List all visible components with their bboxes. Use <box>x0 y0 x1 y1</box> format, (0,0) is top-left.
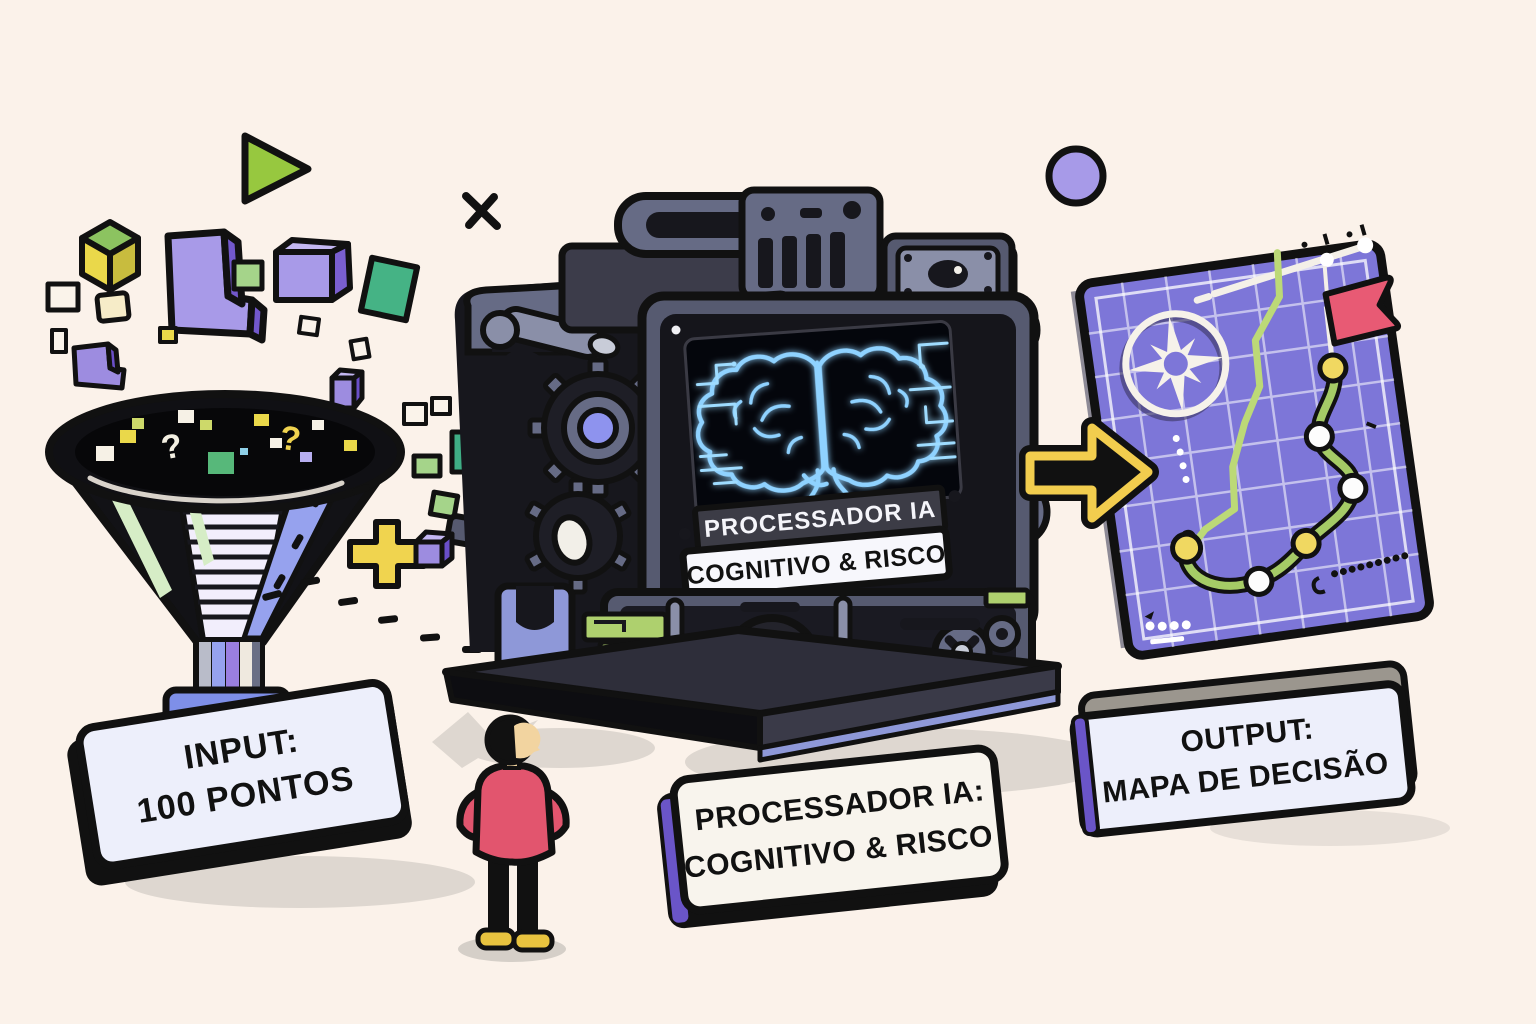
gear-icon <box>524 477 632 595</box>
output-label-plate: OUTPUT: MAPA DE DECISÃO <box>1069 660 1418 838</box>
person-leg <box>488 848 509 940</box>
route-light-path <box>1188 249 1283 551</box>
block-cube-purple-rim <box>329 367 365 411</box>
waypoint-node <box>1290 527 1322 559</box>
person-shoe <box>511 929 555 953</box>
input-funnel: ? ? <box>45 390 405 736</box>
block-box-purple <box>273 237 353 303</box>
screen-plate-dark: PROCESSADOR IA <box>678 484 961 554</box>
map-dashes <box>1144 421 1409 645</box>
block-square-teal <box>357 254 421 324</box>
waypoint-node <box>1337 472 1369 504</box>
waypoint-node <box>1317 352 1349 384</box>
input-label-plate: INPUT: 100 PONTOS <box>67 679 412 886</box>
person <box>456 714 570 953</box>
compass-icon <box>1119 310 1230 422</box>
brain-icon <box>695 346 949 502</box>
decor-shapes <box>241 132 1107 230</box>
person-shoe <box>475 927 517 951</box>
machine-platform <box>442 626 1062 763</box>
flow-arrow-icon <box>1019 417 1159 529</box>
yellow-pixel-cluster <box>347 519 427 589</box>
block-square-green <box>231 259 265 292</box>
funnel-stem <box>193 638 265 694</box>
input-blocks <box>45 219 421 411</box>
waypoint-node <box>1243 565 1275 597</box>
waypoint-node <box>1303 421 1335 453</box>
funnel-data-pixels <box>96 410 357 474</box>
purple-pixel-cube <box>413 529 455 569</box>
waypoint-node <box>1170 531 1204 565</box>
processor-label-plate: PROCESSADOR IA: COGNITIVO & RISCO <box>657 744 1009 929</box>
decision-map <box>1070 224 1434 660</box>
person-torso <box>472 762 556 866</box>
ai-processor-machine: PROCESSADOR IA COGNITIVO & RISCO <box>442 186 1062 763</box>
block-cube-purple-small <box>71 341 127 391</box>
floating-circle-icon <box>1045 145 1107 207</box>
screen-plate-white: COGNITIVO & RISCO <box>679 525 953 603</box>
block-cube-yellow <box>79 219 141 293</box>
sparkle-plus-icon <box>462 192 501 230</box>
circuit-traces <box>695 341 957 486</box>
person-leg <box>517 848 538 940</box>
triangle-icon <box>241 132 312 205</box>
